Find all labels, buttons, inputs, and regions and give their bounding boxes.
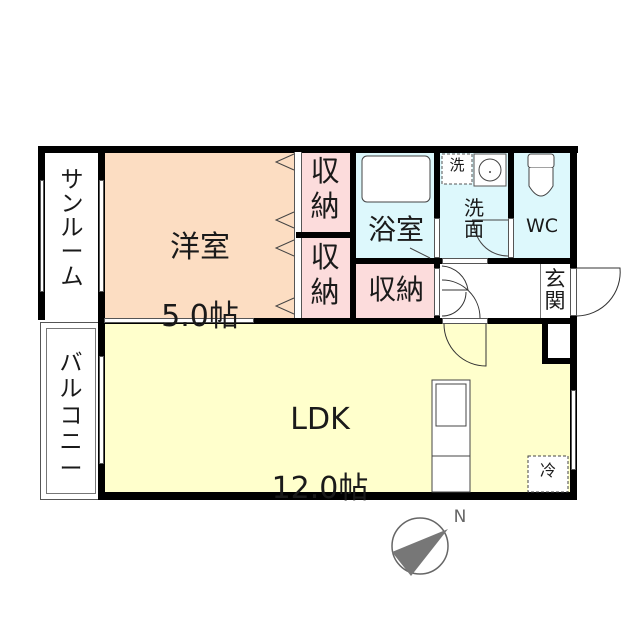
sunroom bbox=[44, 152, 100, 318]
washer-space-icon bbox=[441, 153, 473, 185]
wall-ldk-top bbox=[104, 318, 577, 324]
fridge-label: 冷 bbox=[539, 461, 556, 480]
wall-wash-right bbox=[508, 146, 514, 264]
closet-door-icon bbox=[274, 239, 295, 257]
sunroom-label: サ ン ル ー ム bbox=[60, 167, 84, 290]
fridge-space-icon bbox=[527, 455, 569, 493]
bathroom-label: 浴室 bbox=[367, 213, 424, 246]
closet-door-icon bbox=[274, 211, 295, 229]
sink-icon bbox=[478, 158, 502, 182]
wall-closet-right bbox=[350, 146, 356, 324]
toilet-bowl-icon bbox=[528, 168, 554, 197]
western-room-size: 5.0帖 bbox=[161, 298, 239, 334]
window-sunroom-left bbox=[40, 180, 44, 292]
toilet-tank-icon bbox=[527, 153, 555, 169]
storage bbox=[356, 264, 436, 318]
closet-door-icon bbox=[274, 153, 295, 171]
bathtub-icon bbox=[361, 155, 431, 203]
closet-door-icon bbox=[274, 297, 295, 315]
closet-lower-label: 収 納 bbox=[310, 240, 340, 309]
washroom-label: 洗 面 bbox=[464, 196, 484, 241]
ldk-name: LDK bbox=[290, 401, 350, 437]
wc-label: WC bbox=[525, 215, 559, 237]
door-swing-washroom bbox=[472, 219, 509, 257]
western-room-label: 洋室 5.0帖 bbox=[120, 196, 280, 369]
window-sunroom-right bbox=[99, 180, 104, 292]
ldk-notch bbox=[544, 324, 570, 364]
closet-upper bbox=[300, 152, 350, 232]
wall-sunroom-right bbox=[98, 146, 105, 500]
storage-label: 収納 bbox=[367, 273, 424, 306]
door-frame-storage bbox=[434, 268, 440, 316]
ldk-size: 12.0帖 bbox=[271, 470, 369, 506]
closet-lower bbox=[300, 238, 350, 318]
hallway bbox=[440, 264, 540, 318]
wall-notch-left bbox=[542, 318, 548, 364]
door-frame-entrance bbox=[570, 268, 577, 316]
door-frame-hall-top bbox=[442, 258, 488, 264]
western-room bbox=[104, 152, 294, 318]
door-swing-ldk bbox=[443, 323, 487, 367]
door-frame-wc bbox=[508, 218, 514, 258]
door-swing-hall bbox=[441, 265, 469, 291]
door-frame-hall-bottom bbox=[442, 318, 488, 324]
western-room-name: 洋室 bbox=[170, 229, 230, 265]
wall-top bbox=[38, 146, 578, 153]
wall-closet-mid bbox=[296, 232, 352, 238]
sliding-door-western bbox=[104, 318, 254, 323]
washer-label: 洗 bbox=[449, 156, 465, 174]
window-balcony bbox=[99, 356, 104, 464]
wall-notch-bottom bbox=[542, 358, 577, 364]
kitchen-sink-icon bbox=[435, 383, 467, 427]
compass-north-label: N bbox=[453, 507, 467, 527]
entrance-label: 玄 関 bbox=[544, 267, 566, 314]
ldk bbox=[104, 324, 570, 492]
closet-upper-label: 収 納 bbox=[310, 154, 340, 223]
door-swing-entrance bbox=[576, 267, 621, 317]
balcony-label: バ ル コ ニ ー bbox=[59, 350, 83, 482]
balcony-inner bbox=[46, 328, 96, 494]
entrance bbox=[540, 264, 570, 318]
door-frame-bath bbox=[434, 218, 440, 258]
ldk-label: LDK 12.0帖 bbox=[230, 368, 410, 541]
wall-bottom bbox=[98, 492, 577, 500]
window-ldk-right bbox=[571, 390, 576, 470]
balcony bbox=[40, 322, 100, 500]
